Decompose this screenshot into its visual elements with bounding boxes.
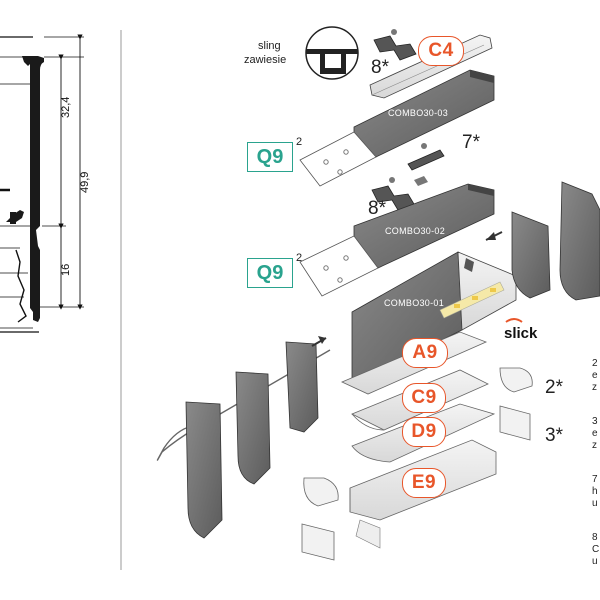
qty-connector: 7* [462, 132, 480, 153]
hanger-clip-top [373, 29, 417, 61]
assembly-arrow-left [311, 336, 327, 347]
badge-a9: A9 [402, 338, 448, 368]
brand-slick: slick [504, 325, 538, 342]
qty-endcap-round: 2* [545, 377, 563, 398]
badge-q9-bottom: Q9 [247, 258, 293, 288]
dimension-upper: 32,4 [60, 96, 72, 118]
sling-label: sling [258, 40, 281, 52]
wire-cable [156, 349, 331, 461]
slick-logo [505, 318, 523, 323]
end-cap-flat-bottom [301, 523, 335, 561]
dimension-lower: 16 [60, 263, 72, 276]
dimension-total: 49,9 [79, 171, 91, 193]
end-cap-right-large [559, 181, 600, 301]
combo-label-01: COMBO30-01 [384, 298, 445, 308]
badge-e9: E9 [402, 468, 446, 498]
end-cap-half-round-bottom [303, 477, 339, 507]
badge-d9: D9 [402, 417, 446, 447]
combo-label-02: COMBO30-02 [385, 226, 446, 236]
sling-label-translation: zawiesie [244, 54, 287, 66]
q9-top-superscript: 2 [296, 136, 303, 148]
assembly-arrow-endcap [485, 231, 503, 241]
combo-label-03: COMBO30-03 [388, 108, 449, 118]
end-plate-left-2 [235, 371, 271, 485]
profile-combo30-03 [299, 69, 495, 187]
profile-combo30-01 [351, 251, 517, 385]
profile-combo30-02 [299, 183, 495, 297]
end-cap-flat [499, 405, 531, 441]
end-plate-left-1 [285, 341, 319, 433]
q9-bottom-superscript: 2 [296, 252, 303, 264]
profile-cross-section [0, 36, 44, 333]
connector-7 [407, 143, 445, 186]
qty-hanger-mid: 8* [368, 198, 386, 219]
end-cap-half-round [499, 367, 533, 393]
end-cap-right-small [511, 211, 551, 299]
badge-q9-top: Q9 [247, 142, 293, 172]
badge-c9: C9 [402, 383, 446, 413]
end-plate-left-3 [185, 401, 223, 539]
badge-c4: C4 [418, 36, 464, 66]
qty-endcap-flat: 3* [545, 425, 563, 446]
sling-icon [305, 26, 359, 80]
dimension-lines [40, 34, 84, 310]
qty-hanger-top: 8* [371, 57, 389, 78]
